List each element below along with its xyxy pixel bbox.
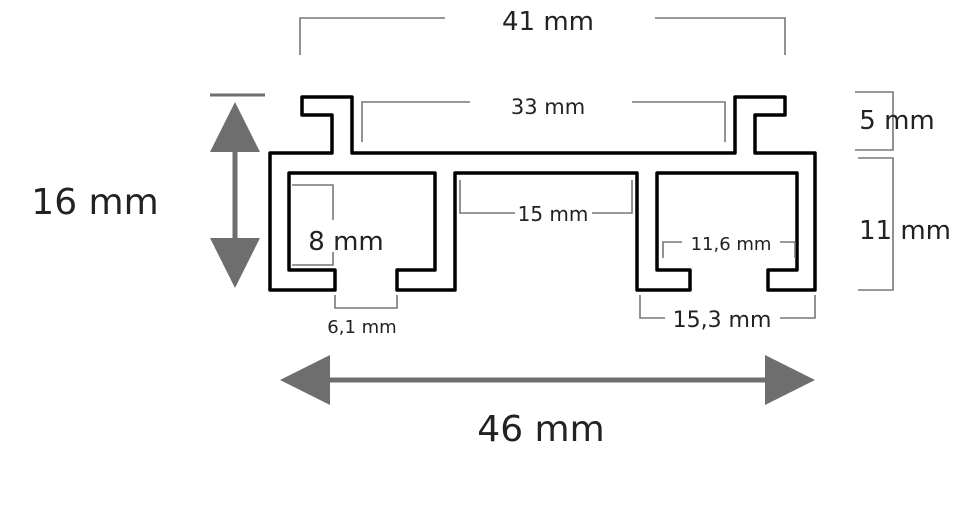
- label-6-1mm: 6,1 mm: [327, 317, 396, 338]
- label-11mm: 11 mm: [859, 216, 951, 246]
- dim-line-6-1mm: [334, 295, 398, 309]
- dim-line-41mm: [299, 17, 786, 55]
- dim-line-15-3mm: [639, 295, 816, 319]
- label-8mm: 8 mm: [308, 227, 383, 257]
- label-16mm: 16 mm: [31, 182, 158, 223]
- label-41mm: 41 mm: [502, 7, 594, 37]
- dim-line-33mm: [361, 101, 726, 142]
- dim-line-11mm: [858, 157, 894, 291]
- dim-line-8mm: [292, 184, 334, 266]
- label-15mm: 15 mm: [518, 202, 589, 226]
- dim-line-15mm: [459, 180, 633, 214]
- label-33mm: 33 mm: [511, 95, 585, 119]
- label-46mm: 46 mm: [477, 409, 604, 450]
- dim-line-5mm: [855, 91, 894, 151]
- label-5mm: 5 mm: [859, 106, 934, 136]
- dim-line-11-6mm: [662, 241, 796, 258]
- label-11-6mm: 11,6 mm: [691, 234, 772, 255]
- label-15-3mm: 15,3 mm: [673, 308, 772, 333]
- rail-profile-outline: [268, 95, 817, 292]
